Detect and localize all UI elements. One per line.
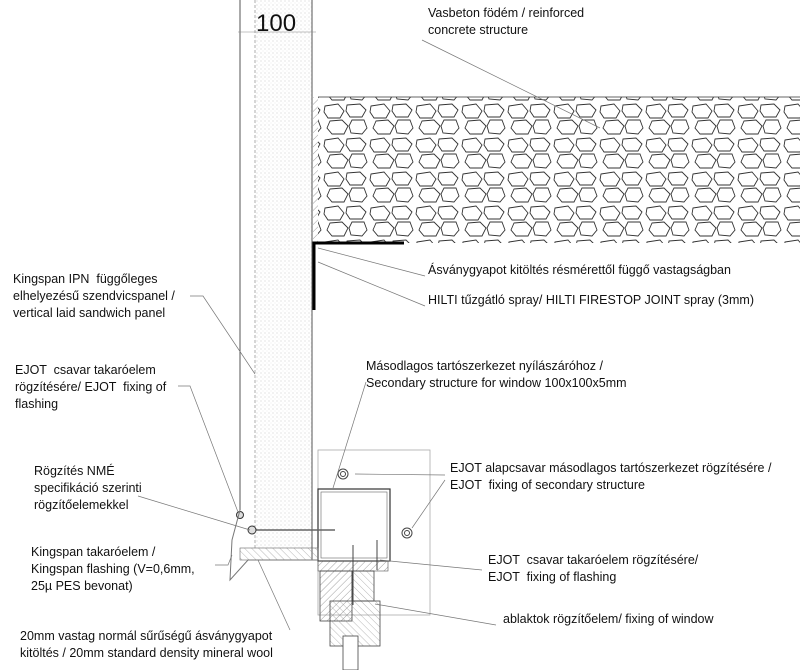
- window-frame: [317, 540, 389, 670]
- leader-lines: [137, 39, 601, 631]
- label-ejot-left: EJOT csavar takaróelem rögzítésére/ EJOT…: [15, 363, 167, 411]
- label-ejot-base: EJOT alapcsavar másodlagos tartószerkeze…: [450, 461, 772, 492]
- label-secondary: Másodlagos tartószerkezet nyílászáróhoz …: [366, 359, 627, 390]
- dimension-100: 100: [256, 10, 297, 37]
- sandwich-panel: [238, 0, 316, 560]
- label-window-fix: ablaktok rögzítőelem/ fixing of window: [503, 612, 714, 626]
- label-nme: Rögzítés NMÉ specifikáció szerinti rögzí…: [34, 464, 142, 512]
- label-flashing: Kingspan takaróelem / Kingspan flashing …: [31, 545, 195, 593]
- label-ejot-right: EJOT csavar takaróelem rögzítésére/ EJOT…: [488, 553, 699, 584]
- mineral-wool-strip: [239, 547, 319, 561]
- label-mineral-fill: Ásványgyapot kitöltés résmérettől függő …: [428, 263, 731, 277]
- label-panel: Kingspan IPN függőleges elhelyezésű szen…: [13, 272, 175, 320]
- label-hilti: HILTI tűzgátló spray/ HILTI FIRESTOP JOI…: [428, 293, 755, 307]
- label-concrete: Vasbeton födém / reinforced concrete str…: [428, 6, 585, 37]
- concrete-slab: [312, 96, 800, 310]
- label-wool: 20mm vastag normál sűrűségű ásványgyapot…: [20, 629, 273, 660]
- flashing: [229, 509, 318, 582]
